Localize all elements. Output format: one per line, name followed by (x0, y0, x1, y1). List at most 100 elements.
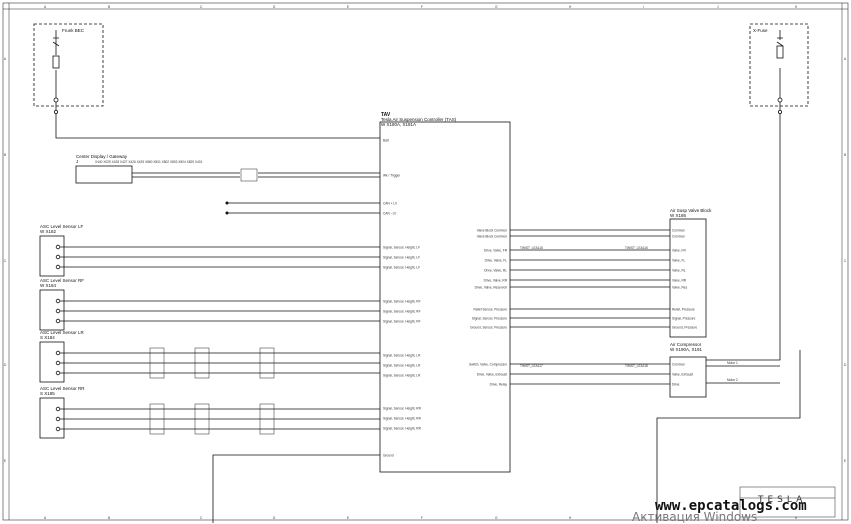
tas-pin-left: CAN + LV (383, 202, 398, 206)
grid-col-label: C (200, 516, 203, 520)
tas-pin-left: Batt (383, 139, 389, 143)
tas-pin-right: Drive, Valve, RL (484, 269, 507, 273)
x-fuse-box (749, 23, 809, 107)
grid-row-label: B (844, 153, 846, 157)
sensor-title: ASC Level Sensor LF (40, 224, 84, 229)
grid-col-label: F (421, 516, 423, 520)
tas-code: TAV (381, 112, 391, 118)
inline-connector (259, 403, 275, 435)
tas-pin-left: Signal, Sensor, Height, LF (383, 246, 420, 250)
compressor-title: Air Compressor (670, 342, 702, 347)
grid-row-label: E (844, 459, 846, 463)
tas-pin-right: Valve Block Common (477, 229, 507, 233)
grid-col-label: D (273, 516, 276, 520)
twisted-pair-label: TWIST_LEA118 (625, 364, 648, 368)
valve-pin-label: Valve, RR (672, 279, 687, 283)
valve-block-title: Air Susp Valve Block (670, 208, 712, 213)
tas-pin-left: Signal, Sensor, Height, RR (383, 407, 422, 411)
tas-pin-left: Signal, Sensor, Height, RR (383, 417, 422, 421)
frunk-bec-label: Frunk BEC (62, 28, 85, 33)
inline-connector (194, 403, 210, 435)
compressor-ref: W X190A, X191 (670, 347, 703, 352)
inline-connector (259, 347, 275, 379)
grid-col-label: K (795, 516, 798, 520)
compressor-box (669, 356, 707, 398)
gateway-title: Center Display / Gateway (76, 154, 128, 159)
valve-pin-label: Valve, FL (672, 259, 685, 263)
twisted-pair-label: TWIST_LEA116 (625, 246, 648, 250)
sensor-ref: S X184 (40, 335, 55, 340)
grid-col-label: D (273, 5, 276, 9)
valve-pin-label: Signal, Pressure (672, 317, 696, 321)
grid-row-label: A (4, 57, 7, 61)
tas-name: Tesla Air Suspension Controller (TAS) (381, 117, 457, 122)
tas-pin-left: Signal, Sensor, Height, LF (383, 266, 420, 270)
sensor-ref: S X185 (40, 391, 55, 396)
grid-row-label: A (844, 57, 847, 61)
motor-2-label: Motor 2 (727, 378, 738, 382)
tas-pin-left: Signal, Sensor, Height, RR (383, 427, 422, 431)
inline-connector (194, 347, 210, 379)
tas-pin-right: Valve Block Common (477, 235, 507, 239)
gateway-box (75, 165, 133, 184)
motor-1-label: Motor 1 (727, 361, 738, 365)
tas-pin-right: Signal, Sensor, Pressure (472, 317, 507, 321)
frunk-bec-box (33, 23, 104, 107)
tas-pin-right: Drive, Valve, Reservoir (475, 286, 508, 290)
level-sensor: ASC Level Sensor RRS X185 (39, 386, 380, 439)
sensor-box (39, 341, 65, 383)
valve-block-box (669, 218, 707, 338)
tas-pin-right: Drive, Valve, Exhaust (477, 373, 507, 377)
compressor-pin-label: Valve, Exhaust (672, 373, 693, 377)
grid-row-label: E (4, 459, 6, 463)
sensor-title: ASC Level Sensor LR (40, 330, 85, 335)
tas-pin-left: Signal, Sensor, Height, RF (383, 310, 421, 314)
level-sensor: ASC Level Sensor LRS X184 (39, 330, 380, 383)
tas-pin-left: Wk / Trigger (383, 174, 401, 178)
sensor-box (39, 289, 65, 331)
tas-pin-right: Drive, Valve, FL (485, 259, 508, 263)
sensor-box (39, 397, 65, 439)
valve-pin-label: Relief, Pressure (672, 308, 695, 312)
tas-pin-left: Signal, Sensor, Height, LR (383, 364, 421, 368)
grid-col-label: H (569, 5, 572, 9)
tas-pin-right: Drive, Valve, RR (484, 279, 508, 283)
watermark-url: www.epcatalogs.com (655, 498, 807, 514)
valve-pin-label: Valve, RL (672, 269, 686, 273)
grid-col-label: A (44, 5, 47, 9)
tas-pin-left: Signal, Sensor, Height, LF (383, 256, 420, 260)
grid-row-label: C (844, 259, 847, 263)
tas-pin-right: Switch, Valve, Compressor (469, 363, 508, 367)
compressor-pin-label: Common (672, 363, 685, 367)
grid-row-label: C (4, 259, 7, 263)
valve-pin-label: Valve, FR (672, 249, 686, 253)
fuse-right-icon (776, 45, 784, 59)
gateway-ref: J (76, 159, 78, 164)
tas-pin-left: Signal, Sensor, Height, RF (383, 320, 421, 324)
grid-col-label: J (717, 5, 719, 9)
twisted-pair-label: TWIST_LEA115 (520, 246, 543, 250)
windows-activation-overlay: Активация Windows (632, 510, 758, 524)
tas-pin-right: Drive, Relay (490, 383, 508, 387)
tesla-logo: TESLA (758, 495, 807, 505)
tas-pin-right: Ground, Sensor, Pressure (470, 326, 507, 330)
grid-col-label: G (495, 5, 498, 9)
grid-col-label: H (569, 516, 572, 520)
grid-row-label: D (844, 363, 847, 367)
tas-pin-left: Signal, Sensor, Height, LR (383, 374, 421, 378)
title-block (739, 486, 836, 518)
tas-controller-box (379, 121, 511, 473)
valve-pin-label: Common (672, 229, 685, 233)
valve-pin-label: Common (672, 235, 685, 239)
grid-col-label: E (347, 516, 349, 520)
sensor-title: ASC Level Sensor RF (40, 278, 84, 283)
sensor-ref: W X184 (40, 283, 57, 288)
grid-col-label: G (495, 516, 498, 520)
grid-col-label: I (643, 5, 644, 9)
grid-col-label: J (717, 516, 719, 520)
tas-pin-right: Relief Sensor, Pressure (474, 308, 508, 312)
gateway-splice (240, 168, 258, 182)
inline-connector (149, 347, 165, 379)
